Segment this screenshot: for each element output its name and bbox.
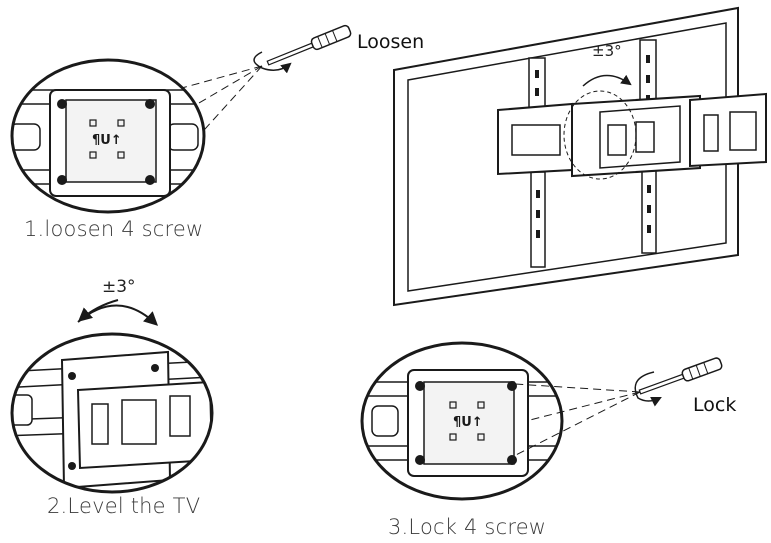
screw-icon: [57, 99, 155, 185]
plate-mark: ¶U↑: [92, 133, 122, 148]
rotation-degree-label: ±3°: [592, 42, 622, 60]
detail-circle-1: ¶U↑: [10, 58, 206, 214]
step-3-label: 3.Lock 4 screw: [388, 515, 547, 539]
detail-circle-2: [10, 299, 214, 494]
lock-label: Lock: [693, 394, 737, 416]
tv-wall-mount-overview: [393, 6, 767, 307]
view-lines-bottom: [509, 383, 641, 459]
loosen-label: Loosen: [357, 31, 425, 53]
plate-mark: ¶U↑: [453, 415, 483, 430]
screwdriver-icon: [253, 24, 352, 74]
rotate-arrow-icon: [634, 371, 662, 407]
detail-circle-3: ¶U↑: [360, 341, 564, 501]
screw-icon: [415, 381, 517, 465]
screwdriver-icon: [634, 357, 723, 407]
level-degree-label: ±3°: [102, 277, 136, 297]
step-1-label: 1.loosen 4 screw: [24, 217, 204, 241]
step-2-label: 2.Level the TV: [47, 494, 201, 518]
rotate-arrow-icon: [253, 51, 292, 74]
